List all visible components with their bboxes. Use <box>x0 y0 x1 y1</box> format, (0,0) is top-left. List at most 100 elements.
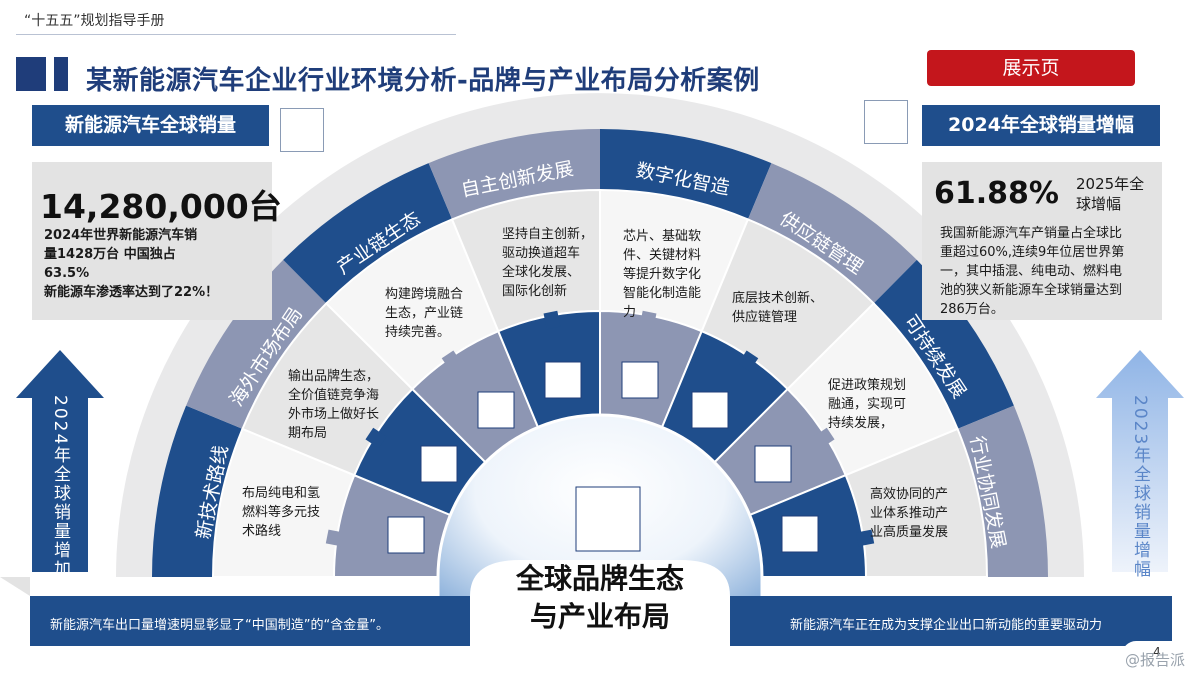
text-line: 融通，实现可 <box>828 397 907 412</box>
segment-desc-innovation: 坚持自主创新， 驱动换道超车 全球化发展、 国际化创新 <box>502 225 593 301</box>
center-title-line: 与产业布局 <box>529 600 670 633</box>
gear-tooth <box>543 310 561 330</box>
segment-desc-overseas: 输出品牌生态， 全价值链竞争海 外市场上做好长 期布局 <box>288 367 379 443</box>
text-line: 业高质量发展 <box>870 525 949 540</box>
text-line: 输出品牌生态， <box>288 369 380 384</box>
text-line: 底层技术创新、 <box>732 291 824 306</box>
left-up-arrow <box>16 350 104 572</box>
left-stat-description: 2024年世界新能源汽车销 量1428万台 中国独占 63.5% 新能源车渗透率… <box>44 226 218 302</box>
text-line: 池的狭义新能源车全球销量达到 <box>940 283 1123 298</box>
text-line: 持续发展， <box>828 416 894 431</box>
right-stat-panel: 61.88% 2025年全 球增幅 我国新能源汽车产销量占全球比 重超过60%,… <box>922 162 1162 320</box>
icon-placeholder <box>387 516 425 554</box>
text-line: 外市场上做好长 <box>288 407 380 422</box>
watermark: @报告派 <box>1125 651 1186 669</box>
text-line: 芯片、基础软 <box>623 229 702 244</box>
ring-segment <box>428 129 600 220</box>
demo-page-button[interactable]: 展示页 <box>927 50 1135 86</box>
ring-segment <box>957 405 1048 577</box>
growth-percentage: 61.88% <box>934 176 1059 211</box>
ring-segment <box>152 405 243 577</box>
image-placeholder <box>864 100 908 144</box>
gear-tooth <box>639 310 657 330</box>
text-line: 持续完善。 <box>385 325 451 340</box>
segment-desc-supply-chain: 底层技术创新、 供应链管理 <box>732 289 823 327</box>
header-divider <box>16 34 456 35</box>
text-line: 286万台。 <box>940 302 1004 317</box>
text-line: 全价值链竞争海 <box>288 388 380 403</box>
text-line: 力 <box>623 305 637 320</box>
gear-tooth <box>737 350 759 372</box>
center-icon-placeholder <box>575 486 641 552</box>
growth-side-label: 2025年全 球增幅 <box>1076 174 1144 214</box>
text-line: 供应链管理 <box>732 310 798 325</box>
text-line: 一，其中插混、纯电动、燃料电 <box>940 264 1123 279</box>
icon-placeholder <box>781 515 819 553</box>
right-up-arrow <box>1096 350 1184 572</box>
text-line: 全球化发展、 <box>502 265 581 280</box>
segment-desc-digital: 芯片、基础软 件、关键材料 等提升数字化 智能化制造能 力 <box>623 227 701 322</box>
gear-tooth <box>441 350 463 372</box>
text-line: 构建跨境融合 <box>385 287 464 302</box>
text-line: 坚持自主创新， <box>502 227 594 242</box>
segment-desc-sustainable: 促进政策规划 融通，实现可 持续发展， <box>828 376 906 433</box>
text-line: 驱动换道超车 <box>502 246 581 261</box>
text-line: 布局纯电和氢 <box>242 486 321 501</box>
left-arrow-label: 2024年全球销量增加 <box>50 395 70 580</box>
text-line: 高效协同的产 <box>870 487 949 502</box>
gear-tooth <box>855 529 875 547</box>
bottom-left-text: 新能源汽车出口量增速明显彰显了“中国制造”的“含金量”。 <box>50 618 389 633</box>
text-line: 国际化创新 <box>502 284 568 299</box>
icon-placeholder <box>691 391 729 429</box>
text-line: 业体系推动产 <box>870 506 949 521</box>
icon-placeholder <box>544 361 582 399</box>
text-line: 术路线 <box>242 524 282 539</box>
ring-segment <box>186 259 327 429</box>
text-line: 新能源车渗透率达到了22%！ <box>44 285 219 300</box>
center-title-line: 全球品牌生态 <box>515 562 684 595</box>
page-number: 4 <box>1122 641 1192 669</box>
ring-segment <box>600 129 772 220</box>
text-line: 球增幅 <box>1076 195 1122 213</box>
right-arrow-label: 2023年全球销量增幅 <box>1130 395 1150 580</box>
left-stat-panel: 14,280,000台 2024年世界新能源汽车销 量1428万台 中国独占 6… <box>32 162 282 320</box>
text-line: 重超过60%,连续9年位居世界第 <box>940 245 1125 260</box>
hub-cap <box>470 560 730 596</box>
ring-segment <box>283 163 453 304</box>
text-line: 量1428万台 中国独占 <box>44 247 176 262</box>
icon-placeholder <box>477 391 515 429</box>
text-line: 燃料等多元技 <box>242 505 321 520</box>
gear-tooth <box>813 427 835 449</box>
hub-base <box>470 596 730 650</box>
ring-segment <box>747 163 917 304</box>
text-line: 促进政策规划 <box>828 378 907 393</box>
right-section-header: 2024年全球销量增幅 <box>922 105 1160 146</box>
text-line: 63.5% <box>44 266 90 281</box>
document-label: “十五五”规划指导手册 <box>24 13 165 29</box>
text-line: 生态，产业链 <box>385 306 464 321</box>
text-line: 智能化制造能 <box>623 286 702 301</box>
text-line: 期布局 <box>288 426 328 441</box>
icon-placeholder <box>621 361 659 399</box>
image-placeholder <box>280 108 324 152</box>
segment-desc-industry-chain: 构建跨境融合 生态，产业链 持续完善。 <box>385 285 463 342</box>
corner-decoration <box>0 577 30 596</box>
segment-desc-tech: 布局纯电和氢 燃料等多元技 术路线 <box>242 484 320 541</box>
gear-tooth <box>325 529 345 547</box>
segment-desc-collaboration: 高效协同的产 业体系推动产 业高质量发展 <box>870 485 948 542</box>
icon-placeholder <box>754 445 792 483</box>
text-line: 件、关键材料 <box>623 248 702 263</box>
bottom-right-text: 新能源汽车正在成为支撑企业出口新动能的重要驱动力 <box>790 618 1103 633</box>
ring-segment <box>873 259 1014 429</box>
left-section-header: 新能源汽车全球销量 <box>32 105 269 146</box>
icon-placeholder <box>420 445 458 483</box>
text-line: 2024年世界新能源汽车销 <box>44 228 198 243</box>
center-title: 全球品牌生态 与产业布局 <box>470 560 730 636</box>
text-line: 等提升数字化 <box>623 267 702 282</box>
gear-tooth <box>365 427 387 449</box>
right-stat-description: 我国新能源汽车产销量占全球比 重超过60%,连续9年位居世界第 一，其中插混、纯… <box>940 224 1124 319</box>
text-line: 我国新能源汽车产销量占全球比 <box>940 226 1123 241</box>
global-sales-number: 14,280,000台 <box>40 187 282 226</box>
